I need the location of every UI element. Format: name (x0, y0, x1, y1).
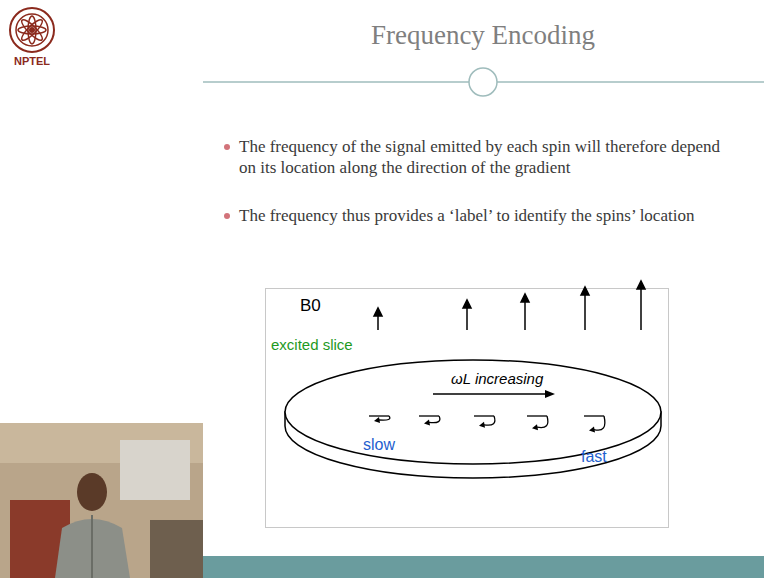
fast-label: fast (581, 448, 607, 466)
slice-disk: excited sliceωL increasingslowfast (283, 350, 663, 490)
bullet-text: The frequency thus provides a ‘label’ to… (239, 205, 739, 226)
slice-label: excited slice (271, 336, 353, 353)
frequency-label: ωL increasing (451, 370, 543, 387)
slide-title: Frequency Encoding (371, 20, 595, 51)
slow-label: slow (363, 436, 395, 454)
field-label: B0 (300, 296, 321, 316)
bullet-text: The frequency of the signal emitted by e… (239, 136, 739, 178)
logo-text: NPTEL (14, 55, 50, 67)
